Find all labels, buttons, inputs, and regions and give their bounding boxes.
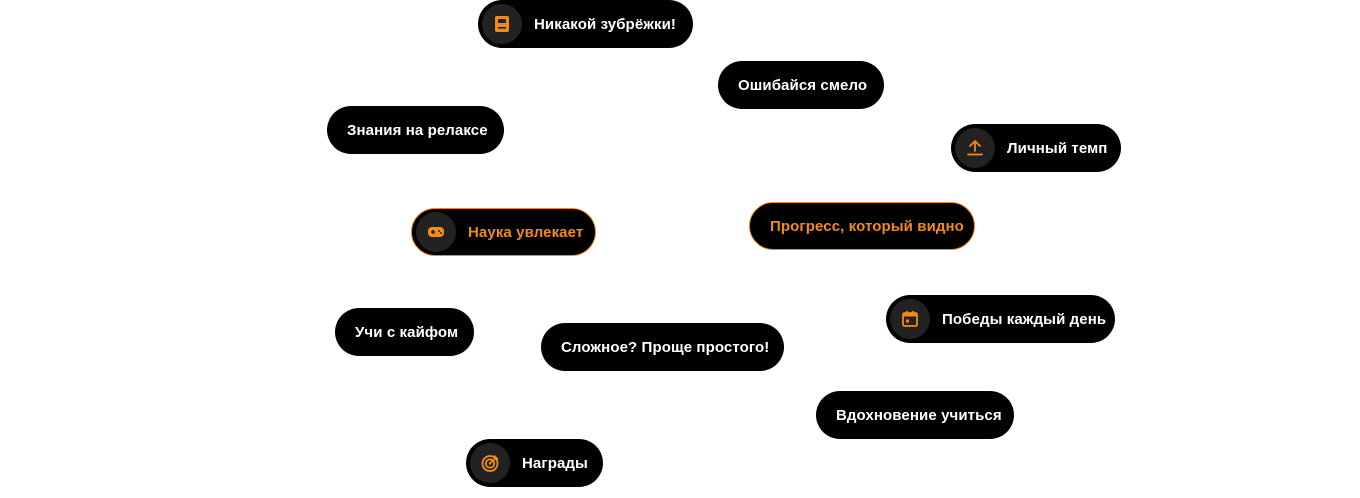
- book-icon: [482, 4, 522, 44]
- pill-make-mistakes-boldly: Ошибайся смело: [718, 61, 884, 109]
- pill-relaxed-knowledge: Знания на релаксе: [327, 106, 504, 154]
- pill-science-engages: Наука увлекает: [411, 208, 596, 256]
- pill-visible-progress: Прогресс, который видно: [749, 202, 975, 250]
- pill-inspiration-to-learn: Вдохновение учиться: [816, 391, 1014, 439]
- pill-complex-made-simple: Сложное? Проще простого!: [541, 323, 784, 371]
- pill-rewards: Награды: [466, 439, 603, 487]
- pill-label: Награды: [522, 454, 588, 472]
- pill-no-cramming: Никакой зубрёжки!: [478, 0, 693, 48]
- target-icon: [470, 443, 510, 483]
- pill-daily-wins: Победы каждый день: [886, 295, 1115, 343]
- pill-label: Победы каждый день: [942, 310, 1107, 328]
- pill-label: Прогресс, который видно: [770, 217, 964, 235]
- pill-label: Никакой зубрёжки!: [534, 15, 677, 33]
- pill-label: Наука увлекает: [468, 223, 584, 241]
- pill-personal-pace: Личный темп: [951, 124, 1121, 172]
- calendar-icon: [890, 299, 930, 339]
- pill-label: Знания на релаксе: [347, 121, 488, 139]
- pill-label: Сложное? Проще простого!: [561, 338, 770, 356]
- pill-learn-with-joy: Учи с кайфом: [335, 308, 474, 356]
- gamepad-icon: [416, 212, 456, 252]
- pill-label: Личный темп: [1007, 139, 1108, 157]
- pill-label: Вдохновение учиться: [836, 406, 1002, 424]
- pill-label: Ошибайся смело: [738, 76, 868, 94]
- upload-icon: [955, 128, 995, 168]
- pill-label: Учи с кайфом: [355, 323, 459, 341]
